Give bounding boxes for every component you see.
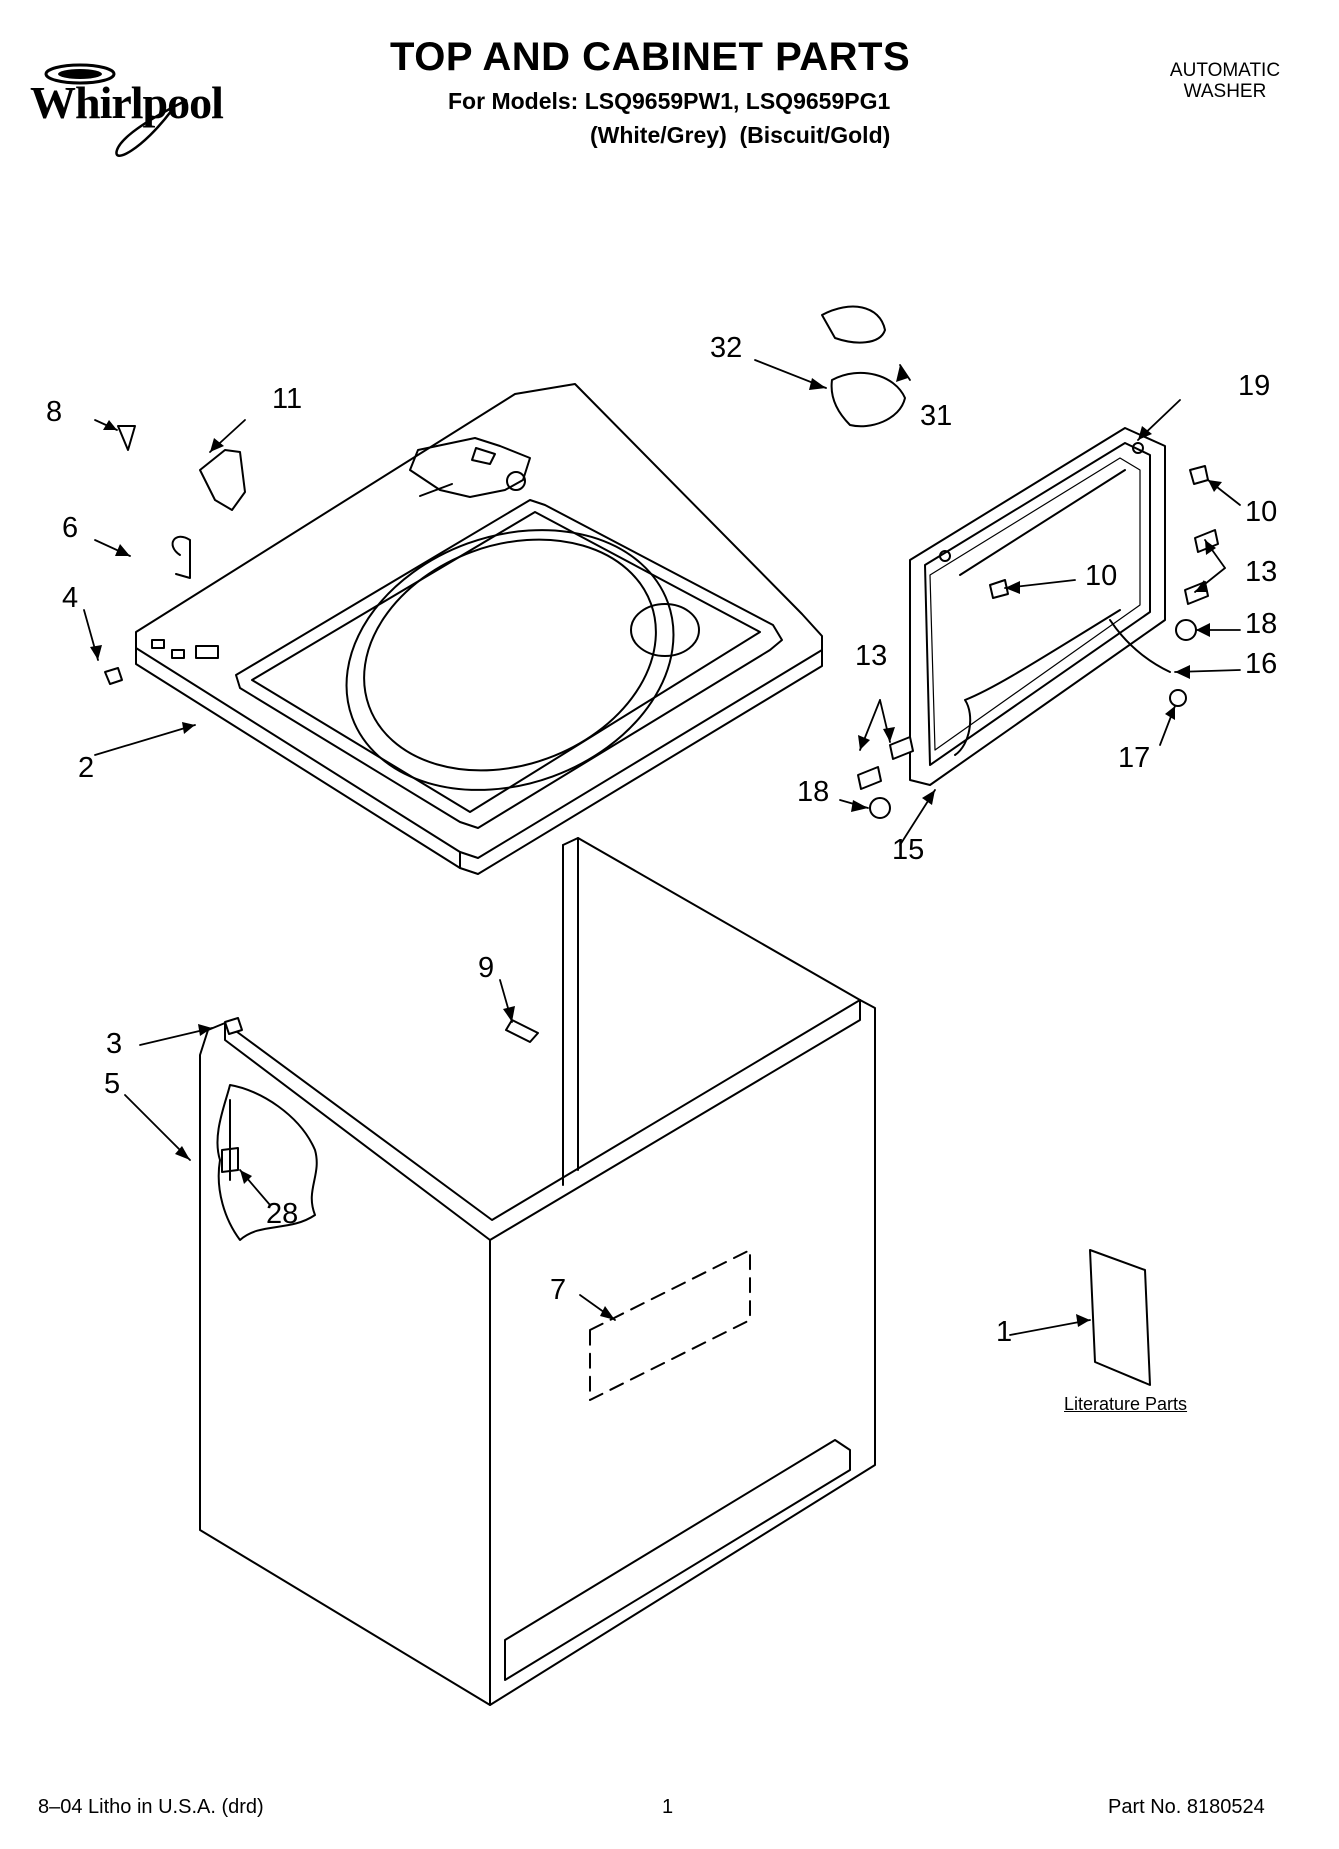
bumper-10b-part: [989, 579, 1009, 599]
models-line: For Models: LSQ9659PW1, LSQ9659PG1: [448, 88, 891, 114]
bumper-10a-part: [1189, 465, 1209, 485]
bleach-dispenser-cap-part: [821, 305, 886, 344]
footer-part-number: Part No. 8180524: [1108, 1796, 1265, 1818]
callout-9: 9: [478, 952, 495, 984]
product-type-line2: WASHER: [1183, 81, 1267, 102]
callout-18a: 18: [1245, 608, 1278, 640]
footer-litho: 8–04 Litho in U.S.A. (drd): [38, 1796, 264, 1818]
callout-17: 17: [1118, 742, 1151, 774]
logo-swoosh-icon: [44, 63, 188, 157]
callout-10b: 10: [1085, 560, 1118, 592]
callout-11: 11: [272, 383, 303, 415]
bushing-18b-part: [869, 797, 891, 819]
callout-arrowheads: [90, 365, 1222, 1327]
lid-switch-clip-part: [171, 535, 191, 579]
footer-page-number: 1: [662, 1796, 674, 1818]
callout-10a: 10: [1245, 496, 1278, 528]
lid-switch-part: [199, 449, 246, 511]
callout-6: 6: [62, 512, 79, 544]
cabinet-part: [199, 837, 876, 1706]
page-title: TOP AND CABINET PARTS: [390, 35, 911, 79]
callout-4: 4: [62, 582, 79, 614]
washer-top-part: [135, 383, 823, 875]
literature-parts-label: Literature Parts: [1064, 1394, 1188, 1414]
callout-1: 1: [996, 1316, 1013, 1348]
callout-13b: 13: [855, 640, 888, 672]
small-parts: [104, 305, 1219, 1386]
callout-2: 2: [78, 752, 95, 784]
callout-8: 8: [46, 396, 63, 428]
callout-28: 28: [266, 1198, 299, 1230]
callout-32: 32: [710, 332, 743, 364]
logo-wordmark: Whirlpool: [30, 77, 224, 128]
whirlpool-logo: Whirlpool: [22, 40, 262, 170]
bushing-18a-part: [1175, 619, 1197, 641]
lid-part: [909, 427, 1171, 786]
hinge-screw-13d-part: [857, 766, 882, 790]
callout-7: 7: [550, 1274, 567, 1306]
callout-31: 31: [920, 400, 953, 432]
callout-19: 19: [1238, 370, 1271, 402]
cap-17-part: [1169, 689, 1187, 707]
screw-9-part: [505, 1019, 539, 1043]
product-type-line1: AUTOMATIC: [1169, 60, 1281, 81]
clip-4-part: [104, 667, 123, 685]
callout-5: 5: [104, 1068, 121, 1100]
literature-booklet-part: [1089, 1249, 1151, 1386]
bleach-dispenser-part: [830, 371, 906, 428]
colors-line: (White/Grey) (Biscuit/Gold): [590, 122, 891, 148]
ground-screw-part: [117, 425, 136, 451]
callout-16: 16: [1245, 648, 1278, 680]
callout-15: 15: [892, 834, 925, 866]
callout-13a: 13: [1245, 556, 1278, 588]
clip-3-part: [224, 1017, 243, 1035]
hinge-screw-13c-part: [889, 736, 914, 760]
callout-3: 3: [106, 1028, 123, 1060]
product-type: AUTOMATIC WASHER: [1150, 60, 1300, 102]
callout-18b: 18: [797, 776, 830, 808]
